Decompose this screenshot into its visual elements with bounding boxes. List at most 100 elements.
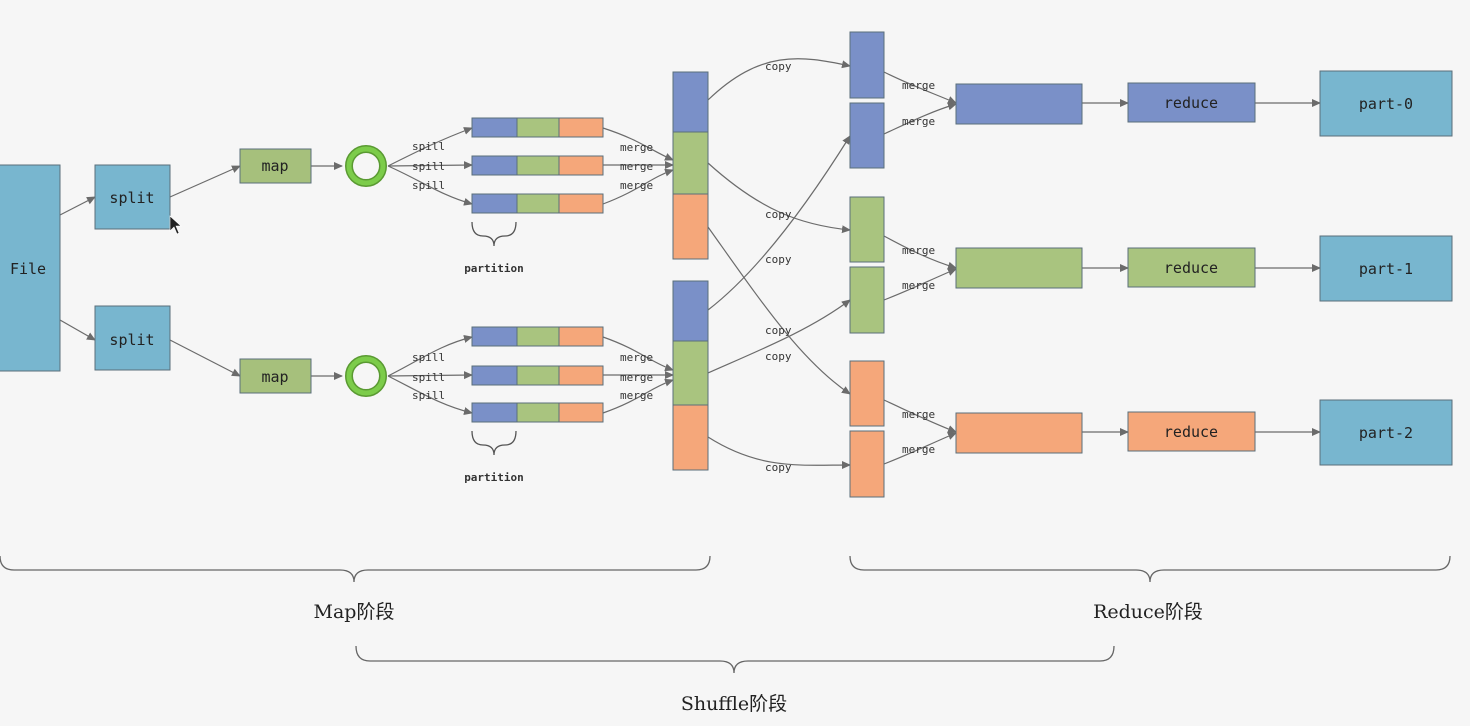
merge-label: merge	[902, 79, 935, 92]
segment-orange-1	[849, 360, 885, 427]
reduce-inputs	[955, 83, 1083, 454]
phase-braces	[0, 555, 1451, 674]
reduce-box-2	[1127, 411, 1256, 452]
segment-green-1	[849, 196, 885, 263]
part-label-1: part-1	[1359, 260, 1413, 278]
merge-label: merge	[620, 389, 653, 402]
partition-label-1: partition	[464, 262, 524, 275]
output-parts: part-0 part-1 part-2	[1319, 70, 1453, 466]
edge-copy-orange-1	[707, 226, 851, 395]
merge-labels-reduce: merge merge merge merge merge merge	[902, 79, 935, 456]
edge-copy-green-2	[707, 299, 851, 374]
edge-copy-orange-2	[707, 436, 851, 470]
merge-label: merge	[620, 160, 653, 173]
map-label-2: map	[261, 368, 288, 386]
reduce-box-1	[1127, 247, 1256, 288]
spill-label: spill	[412, 371, 445, 384]
edge-file-split-1	[59, 196, 96, 216]
spill-file-2	[471, 155, 604, 176]
part-box-0	[1319, 70, 1453, 137]
spill-file-3	[471, 193, 604, 214]
spill-label: spill	[412, 351, 445, 364]
edge-rmerge-1a	[883, 235, 957, 270]
edge-rmerge-2a	[883, 399, 957, 433]
shuffle-phase-brace	[355, 645, 1115, 674]
segment-orange-2	[849, 430, 885, 498]
map-box-1	[239, 148, 312, 184]
reduce-input-0	[955, 83, 1083, 125]
spill-label: spill	[412, 160, 445, 173]
merge-label: merge	[620, 351, 653, 364]
map-output-file-2	[672, 280, 709, 471]
copy-label: copy	[765, 60, 792, 73]
reduce-phase-label: Reduce阶段	[1093, 601, 1203, 623]
split-box-2	[94, 305, 171, 371]
map-output-file-1	[672, 71, 709, 260]
map-phase-label: Map阶段	[314, 601, 395, 623]
edge-spill-1b	[387, 161, 473, 170]
part-box-1	[1319, 235, 1453, 302]
map-label-1: map	[261, 157, 288, 175]
split-label-2: split	[109, 331, 154, 349]
segment-blue-1	[849, 31, 885, 99]
edge-spill-2c	[387, 375, 473, 415]
reduce-input-1	[955, 247, 1083, 289]
ring-buffers	[345, 145, 387, 397]
reduce-label-2: reduce	[1164, 423, 1218, 441]
merge-label: merge	[620, 371, 653, 384]
edge-spill-1c	[387, 165, 473, 206]
partition-braces	[471, 221, 517, 456]
reduce-phase-brace	[849, 555, 1451, 583]
spill-file-1	[471, 117, 604, 138]
spill-labels: spill spill spill spill spill spill	[412, 140, 445, 402]
connectors	[59, 58, 1321, 470]
part-label-0: part-0	[1359, 95, 1413, 113]
edge-spill-1a	[387, 127, 473, 167]
edge-copy-blue-2	[707, 135, 851, 311]
part-box-2	[1319, 399, 1453, 466]
copy-label: copy	[765, 324, 792, 337]
edge-copy-green-1	[707, 162, 851, 234]
edge-spill-2b	[387, 371, 473, 380]
copy-labels: copy copy copy copy copy copy	[765, 60, 792, 474]
copy-label: copy	[765, 208, 792, 221]
edge-merge-1a	[602, 127, 674, 161]
edge-merge-2c	[602, 378, 674, 414]
spill-files	[471, 117, 604, 423]
merge-label: merge	[902, 443, 935, 456]
partition-brace-2	[471, 430, 517, 456]
edge-merge-2a	[602, 336, 674, 372]
merge-label: merge	[902, 115, 935, 128]
edge-spill-2a	[387, 335, 473, 377]
spill-file-4	[471, 326, 604, 347]
ring-buffer-inner-1	[346, 146, 386, 186]
spill-file-5	[471, 365, 604, 386]
reduce-tasks: reduce reduce reduce	[1127, 82, 1256, 452]
part-label-2: part-2	[1359, 424, 1413, 442]
edge-file-split-2	[59, 319, 96, 341]
ring-buffer-inner-2	[346, 356, 386, 396]
copy-label: copy	[765, 461, 792, 474]
segment-blue-2	[849, 102, 885, 169]
spill-label: spill	[412, 389, 445, 402]
edge-rmerge-2b	[883, 432, 957, 465]
merge-label: merge	[902, 279, 935, 292]
map-phase-brace	[0, 555, 711, 583]
partition-brace-1	[471, 221, 517, 247]
merge-label: merge	[620, 141, 653, 154]
edge-split-map-2	[169, 339, 241, 377]
shuffle-phase-label: Shuffle阶段	[681, 693, 787, 715]
copy-label: copy	[765, 350, 792, 363]
reduce-box-0	[1127, 82, 1256, 123]
spill-label: spill	[412, 140, 445, 153]
input-stage: File split split map map	[0, 148, 312, 394]
edge-rmerge-1b	[883, 268, 957, 301]
spill-file-6	[471, 402, 604, 423]
copy-label: copy	[765, 253, 792, 266]
merge-label: merge	[902, 244, 935, 257]
split-label-1: split	[109, 189, 154, 207]
edge-split-map-1	[169, 165, 241, 198]
split-box-1	[94, 164, 171, 230]
